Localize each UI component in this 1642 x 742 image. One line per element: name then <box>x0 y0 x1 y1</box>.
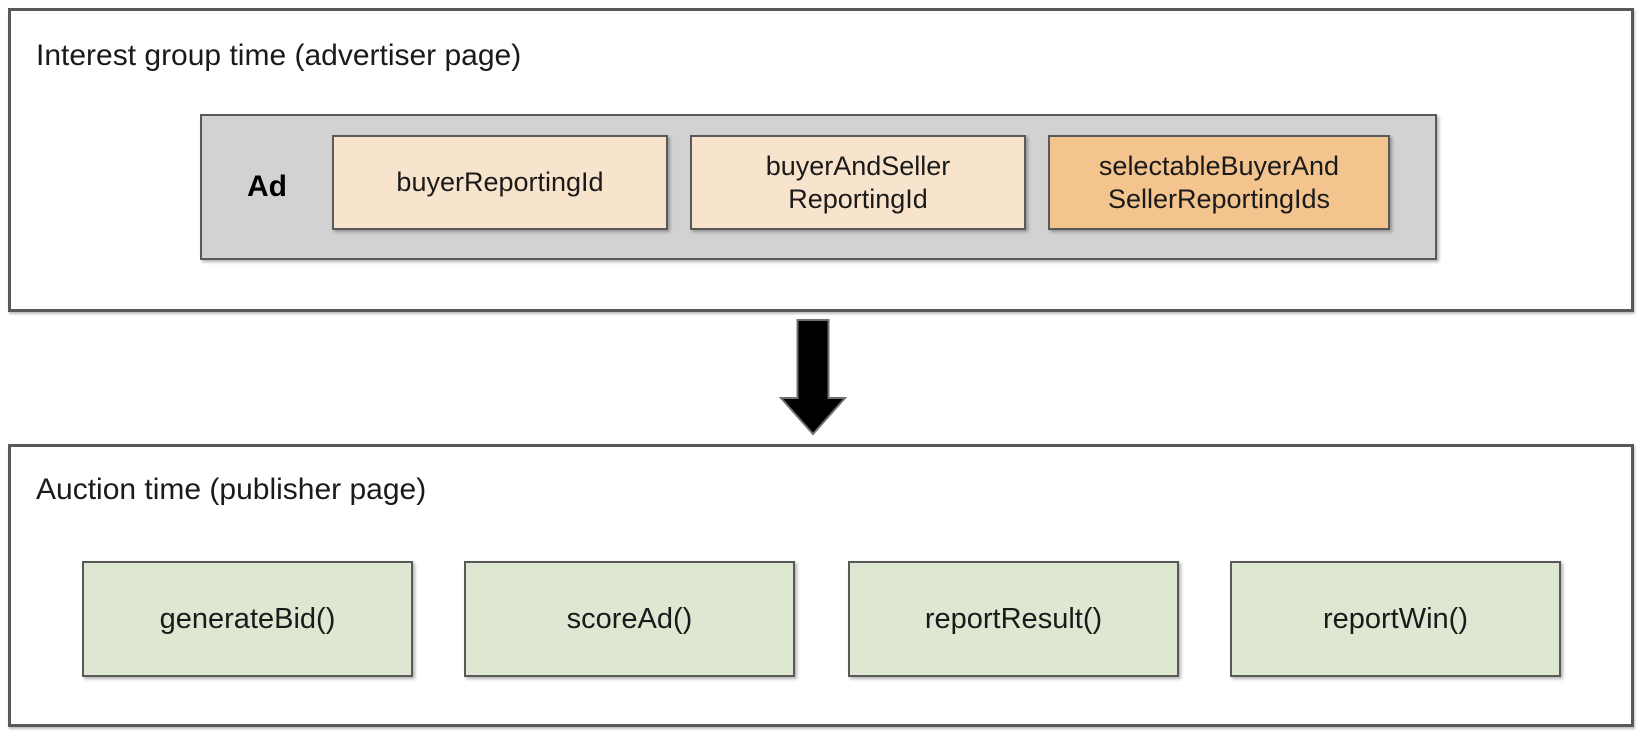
selectable-buyer-and-seller-reporting-ids-label: selectableBuyerAnd SellerReportingIds <box>1098 150 1340 214</box>
report-win-box: reportWin() <box>1230 561 1561 677</box>
interest-group-section: Interest group time (advertiser page) Ad… <box>8 8 1634 312</box>
score-ad-box: scoreAd() <box>464 561 795 677</box>
generate-bid-box: generateBid() <box>82 561 413 677</box>
report-result-box: reportResult() <box>848 561 1179 677</box>
down-arrow-icon <box>779 319 847 436</box>
buyer-and-seller-reporting-id-box: buyerAndSeller ReportingId <box>690 135 1026 230</box>
auction-title: Auction time (publisher page) <box>36 473 427 506</box>
generate-bid-label: generateBid() <box>159 602 336 635</box>
report-win-label: reportWin() <box>1322 602 1468 635</box>
buyer-and-seller-reporting-id-label: buyerAndSeller ReportingId <box>765 150 951 214</box>
selectable-buyer-and-seller-reporting-ids-box: selectableBuyerAnd SellerReportingIds <box>1048 135 1390 230</box>
buyer-reporting-id-box: buyerReportingId <box>332 135 668 230</box>
report-result-label: reportResult() <box>924 602 1103 635</box>
ad-label: Ad <box>247 170 287 203</box>
ad-container: Ad buyerReportingId buyerAndSeller Repor… <box>200 114 1437 260</box>
buyer-reporting-id-label: buyerReportingId <box>396 167 604 197</box>
score-ad-label: scoreAd() <box>566 602 693 635</box>
auction-section: Auction time (publisher page) generateBi… <box>8 444 1634 727</box>
interest-group-title: Interest group time (advertiser page) <box>36 39 522 72</box>
